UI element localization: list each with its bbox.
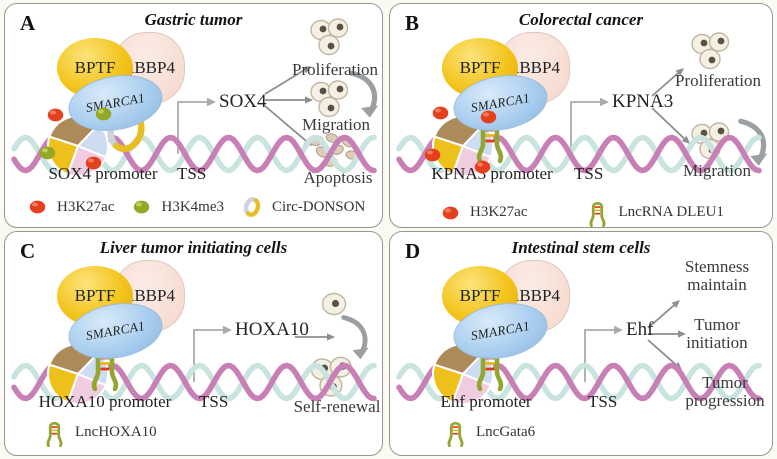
bptf-label: BPTF [74,58,116,77]
panel-letter-b: B [405,11,420,35]
tss-label: TSS [177,164,207,183]
h3k27ac-mark-icon [432,106,449,120]
lncrna-hairpin-icon [447,421,464,447]
tss-label: TSS [574,164,604,183]
smarca1-label: SMARCA1 [84,317,147,344]
rbbp4-label: RBBP4 [123,286,175,305]
panel-letter-d: D [405,239,421,263]
legend-label: LncHOXA10 [75,424,157,440]
curved-arrow-icon [341,315,369,360]
h3k27ac-icon [29,200,46,214]
outcome-apoptosis: Apoptosis [303,168,373,187]
panel-colorectal-cancer: B Colorectal cancer RBBP4 BPTF SMARCA1 K… [389,3,773,228]
h3k27ac-mark-icon [85,156,102,170]
legend-label: LncRNA DLEU1 [618,204,724,220]
promoter-label: SOX4 promoter [48,164,158,183]
gene-label: HOXA10 [235,319,309,340]
legend-label: H3K27ac [57,198,115,215]
panel-liver-tumor-initiating-cells: C Liver tumor initiating cells RBBP4 BPT… [4,231,383,456]
transcription-arrow-icon [177,97,216,154]
outcome-tumor-initiation: Tumor initiation [686,315,748,353]
h3k27ac-mark-icon [474,160,491,174]
curved-arrow-icon [738,118,768,166]
smarca1-label: SMARCA1 [469,89,532,116]
smarca1-label: SMARCA1 [469,317,532,344]
legend-label: H3K27ac [470,204,528,220]
h3k27ac-mark-icon [424,148,441,162]
smarca1-label: SMARCA1 [84,89,147,116]
legend-item-h3k27ac: H3K27ac [29,199,114,216]
bptf-label: BPTF [74,286,116,305]
h3k4me3-mark-icon [95,107,112,121]
bptf-label: BPTF [459,286,501,305]
legend-label: Circ-DONSON [271,198,366,215]
panel-title-c: Liver tumor initiating cells [99,238,288,257]
tss-label: TSS [199,392,229,411]
legend-item-circ-donson: Circ-DONSON [243,196,365,218]
outcome-proliferation: Proliferation [292,60,378,79]
lncrna-hairpin-icon [589,201,606,227]
tss-label: TSS [588,392,618,411]
outcome-arrows-icon [651,68,690,144]
outcome-arrows-icon [264,66,313,146]
legend-item-lncrna: LncRNA DLEU1 [588,198,724,227]
panel-title-d: Intestinal stem cells [511,238,651,257]
cells-cluster-icon [310,18,349,56]
gene-label: KPNA3 [612,91,674,112]
legend-label: LncGata6 [476,424,536,440]
legend-label: H3K4me3 [161,198,224,215]
outcome-proliferation: Proliferation [675,71,761,90]
h3k27ac-mark-icon [480,110,497,124]
outcome-migration: Migration [683,161,751,180]
bptf-label: BPTF [459,58,501,77]
outcome-arrow-icon [295,333,335,341]
h3k4me3-icon [134,200,150,214]
cells-cluster-icon [691,32,730,70]
promoter-label: HOXA10 promoter [38,392,172,411]
h3k27ac-icon [442,206,459,219]
outcome-stemness-maintain: Stemness maintain [684,257,750,295]
promoter-label: KPNA3 promoter [431,164,553,183]
legend: LncHOXA10 [45,418,176,447]
panel-gastric-tumor: A Gastric tumor RBBP4 BPTF SMARCA1 SOX4 … [4,3,383,228]
panel-title-b: Colorectal cancer [518,10,644,29]
legend: H3K27ac H3K4me3 Circ-DONSON [29,196,384,218]
panel-letter-a: A [20,11,36,35]
rbbp4-label: RBBP4 [123,58,175,77]
promoter-label: Ehf promoter [440,392,532,411]
curved-arrow-icon [349,70,379,118]
rbbp4-label: RBBP4 [508,286,560,305]
rbbp4-label: RBBP4 [508,58,560,77]
panel-title-a: Gastric tumor [144,10,243,29]
lncrna-hairpin-icon [46,421,63,447]
gene-label: Ehf [626,319,654,340]
legend: LncGata6 [446,418,554,447]
cells-cluster-icon [310,80,349,118]
single-cell-icon [321,292,347,316]
transcription-arrow-icon [570,97,609,154]
legend: H3K27ac LncRNA DLEU1 [442,198,743,227]
outcome-tumor-progression: Tumor progression [685,373,765,411]
panel-intestinal-stem-cells: D Intestinal stem cells RBBP4 BPTF SMARC… [389,231,773,456]
outcome-migration: Migration [302,115,370,134]
h3k27ac-mark-icon [47,108,64,122]
gene-label: SOX4 [219,91,267,112]
legend-item-h3k27ac: H3K27ac [442,204,527,221]
legend-item-h3k4me3: H3K4me3 [133,199,224,216]
legend-item-lncrna: LncHOXA10 [45,418,157,447]
legend-item-lncrna: LncGata6 [446,418,535,447]
circ-rna-icon [243,197,261,217]
panel-letter-c: C [20,239,36,263]
transcription-arrow-icon [193,325,232,382]
outcome-self-renewal: Self-renewal [293,397,381,416]
h3k4me3-mark-icon [39,146,56,160]
